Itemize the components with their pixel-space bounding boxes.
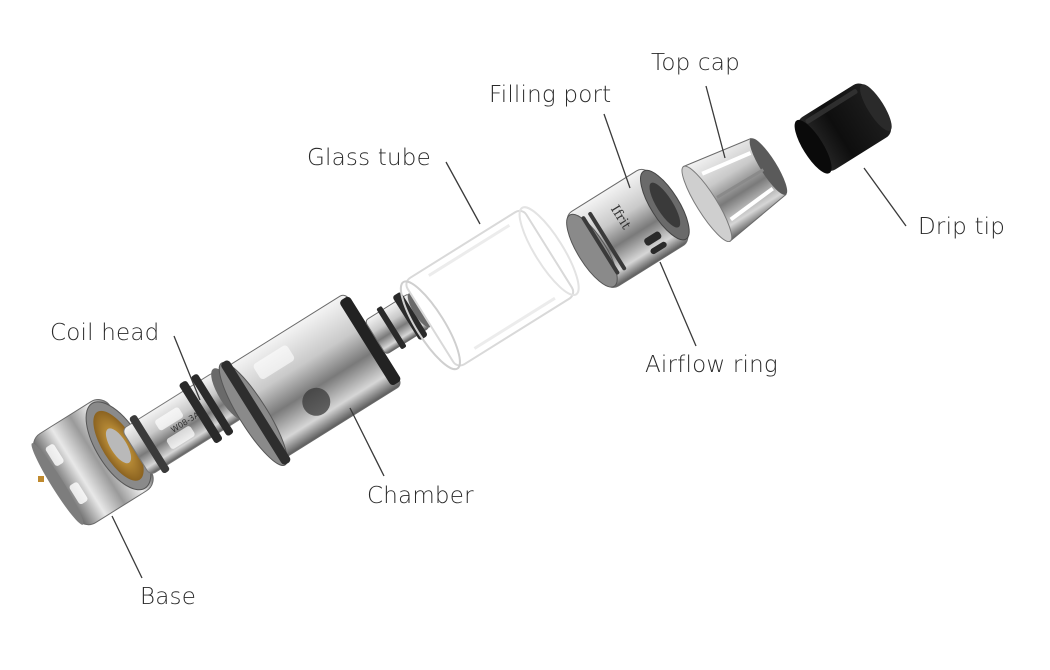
coil-head-part: W08-3A (123, 368, 248, 474)
filling-port-leader-line (603, 113, 631, 189)
chamber-label: Chamber (367, 483, 474, 509)
base-label: Base (140, 584, 197, 610)
drip-tip-leader-line (863, 167, 907, 227)
chamber-leader-line (349, 407, 385, 477)
airflow-ring-leader-line (659, 261, 697, 347)
top-cap-leader-line (705, 85, 726, 159)
top-cap-label: Top cap (651, 50, 740, 76)
glass-tube-part (399, 206, 580, 371)
coil-head-leader-line (173, 335, 201, 401)
base-leader-line (111, 515, 143, 579)
base-part (31, 399, 154, 526)
coil-head-label: Coil head (50, 320, 160, 346)
base-contact-pin (38, 476, 44, 482)
glass-tube-label: Glass tube (307, 145, 431, 171)
drip-tip-label: Drip tip (918, 214, 1006, 240)
drip-tip-part (794, 83, 892, 174)
glass-tube-leader-line (445, 161, 481, 225)
airflow-filling-assembly-part: Ifrit (566, 168, 690, 288)
chamber-part (218, 292, 432, 467)
top-cap-part (681, 137, 788, 243)
airflow-ring-label: Airflow ring (645, 352, 778, 378)
chamber-face-emblem (302, 387, 331, 416)
filling-port-label: Filling port (489, 82, 612, 108)
